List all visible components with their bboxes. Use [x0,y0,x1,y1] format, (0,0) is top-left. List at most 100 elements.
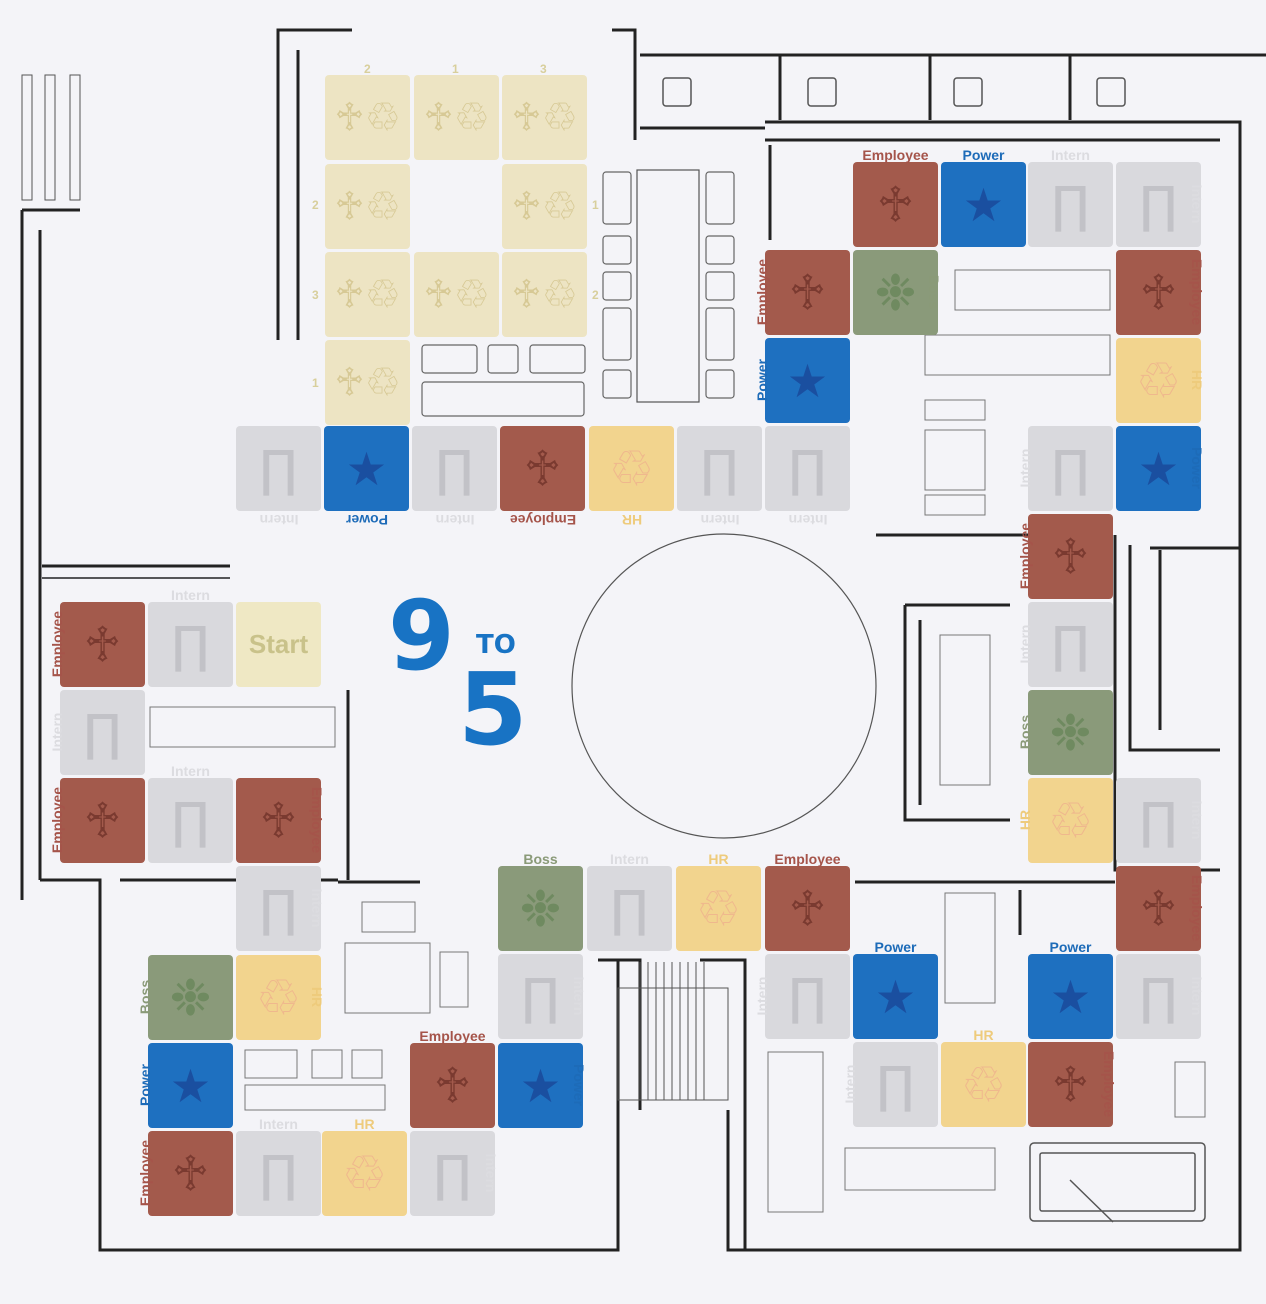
folding-chair-icon: ♱ [1051,527,1090,586]
chair-group-icon: ♱♲ [334,183,401,230]
space-label: Intern [754,976,770,1016]
space-intern[interactable]: ∏Intern [410,1131,499,1216]
chair-group-icon: ♱♲ [334,359,401,406]
lounge-chair-icon: ❉ [874,263,917,322]
stool-icon: ∏ [788,967,827,1026]
space-hr[interactable]: ♲HR [1017,778,1113,863]
space-intern[interactable]: ∏Intern [1116,162,1205,247]
space-power[interactable]: ★Power [324,426,409,528]
legend-tile: ♱♲ [325,75,410,160]
space-employee[interactable]: ♱ Employee [500,426,585,528]
space-power[interactable]: ★Power [941,148,1026,247]
space-hr[interactable]: ♲HR [1116,338,1205,423]
space-intern[interactable]: ∏Intern [412,426,497,528]
legend-number: 2 [364,62,371,76]
space-label: Intern [171,763,210,779]
star-icon: ★ [786,353,829,408]
folding-chair-icon: ♱ [1051,1055,1090,1114]
legend-tile: ♱♲ [414,75,499,160]
space-power[interactable]: ★Power [498,1043,587,1128]
stool-icon: ∏ [1051,175,1090,234]
space-intern[interactable]: ∏Intern [1017,426,1113,511]
stool-icon: ∏ [1139,175,1178,234]
space-intern[interactable]: ∏ Intern [49,690,145,775]
space-label: HR [621,512,642,528]
space-intern[interactable]: ∏Intern [148,588,233,687]
folding-chair-icon: ♱ [788,263,827,322]
space-intern[interactable]: ∏Intern [498,954,587,1039]
space-employee[interactable]: ♱Employee [1028,1042,1117,1127]
space-boss[interactable]: ❉ Boss [853,250,942,335]
space-label: Employee [754,258,770,326]
space-employee[interactable]: ♱Employee [765,852,850,951]
chair-group-icon: ♱♲ [334,94,401,141]
space-start[interactable]: Start [236,602,321,687]
space-intern[interactable]: ∏Intern [1028,148,1113,247]
space-employee[interactable]: ♱ Employee [49,778,145,863]
stool-icon: ∏ [83,703,122,762]
space-employee[interactable]: ♱Employee [1116,250,1205,335]
space-intern[interactable]: ∏Intern [765,426,850,528]
folding-chair-icon: ♱ [876,175,915,234]
lounge-chair-icon: ❉ [519,879,562,938]
space-hr[interactable]: ♲HR [236,955,325,1040]
space-employee[interactable]: ♱ Employee [236,778,325,863]
legend-tile: ♱♲ [325,164,410,249]
space-employee[interactable]: ♱Employee [1116,866,1205,951]
space-boss[interactable]: ❉Boss [137,955,233,1040]
space-intern[interactable]: ∏Intern [677,426,762,528]
space-power[interactable]: ★Power [137,1043,233,1128]
space-hr[interactable]: ♲HR [322,1117,407,1216]
space-hr[interactable]: ♲HR [676,852,761,951]
space-intern[interactable]: ∏Intern [1116,778,1205,863]
space-intern[interactable]: ∏Intern [148,764,233,863]
space-employee[interactable]: ♱ Employee [754,250,850,335]
stool-icon: ∏ [788,439,827,498]
space-power[interactable]: ★Power [1028,940,1113,1039]
space-label: Intern [309,888,325,928]
space-boss[interactable]: ❉ Boss [498,852,583,951]
space-employee[interactable]: ♱Employee [1017,514,1113,599]
chair-group-icon: ♱♲ [511,183,578,230]
space-power[interactable]: ★Power [1116,426,1205,511]
space-employee[interactable]: ♱Employee [410,1029,495,1128]
space-intern[interactable]: ∏Intern [236,1117,321,1216]
chair-group-icon: ♱♲ [511,271,578,318]
space-label: HR [1017,809,1033,831]
space-intern[interactable]: ∏Intern [587,852,672,951]
space-label: Intern [49,712,65,752]
space-employee[interactable]: ♱Employee [49,602,145,687]
stool-icon: ∏ [259,879,298,938]
space-hr[interactable]: ♲HR [941,1028,1026,1127]
space-intern[interactable]: ∏Intern [236,426,321,528]
space-label: Intern [700,512,739,528]
space-intern[interactable]: ∏Intern [1116,954,1205,1039]
space-boss[interactable]: ❉Boss [1017,690,1113,775]
space-employee[interactable]: ♱Employee [137,1131,233,1216]
space-label: Intern [571,976,587,1016]
space-intern[interactable]: ∏Intern [1017,602,1113,687]
office-chair-icon: ♲ [1136,351,1181,410]
space-intern[interactable]: ∏ Intern [754,954,850,1039]
space-label: Boss [1017,714,1033,750]
space-label: Intern [259,512,298,528]
space-intern[interactable]: ∏Intern [842,1042,938,1127]
folding-chair-icon: ♱ [83,791,122,850]
stool-icon: ∏ [1051,615,1090,674]
office-chair-icon: ♲ [342,1144,387,1203]
space-power[interactable]: ★Power [853,940,938,1039]
space-label: Boss [926,274,942,310]
space-hr[interactable]: ♲HR [589,426,674,528]
star-icon: ★ [1137,441,1180,496]
folding-chair-icon: ♱ [523,439,562,498]
stool-icon: ∏ [1051,439,1090,498]
space-label: Boss [523,851,558,867]
space-label: Employee [509,512,576,528]
space-label: Employee [309,786,325,854]
folding-chair-icon: ♱ [259,791,298,850]
space-label: Employee [49,786,65,854]
space-power[interactable]: ★Power [754,338,850,423]
space-employee[interactable]: ♱Employee [853,148,938,247]
space-intern[interactable]: ∏ Intern [236,866,325,951]
stool-icon: ∏ [876,1055,915,1114]
